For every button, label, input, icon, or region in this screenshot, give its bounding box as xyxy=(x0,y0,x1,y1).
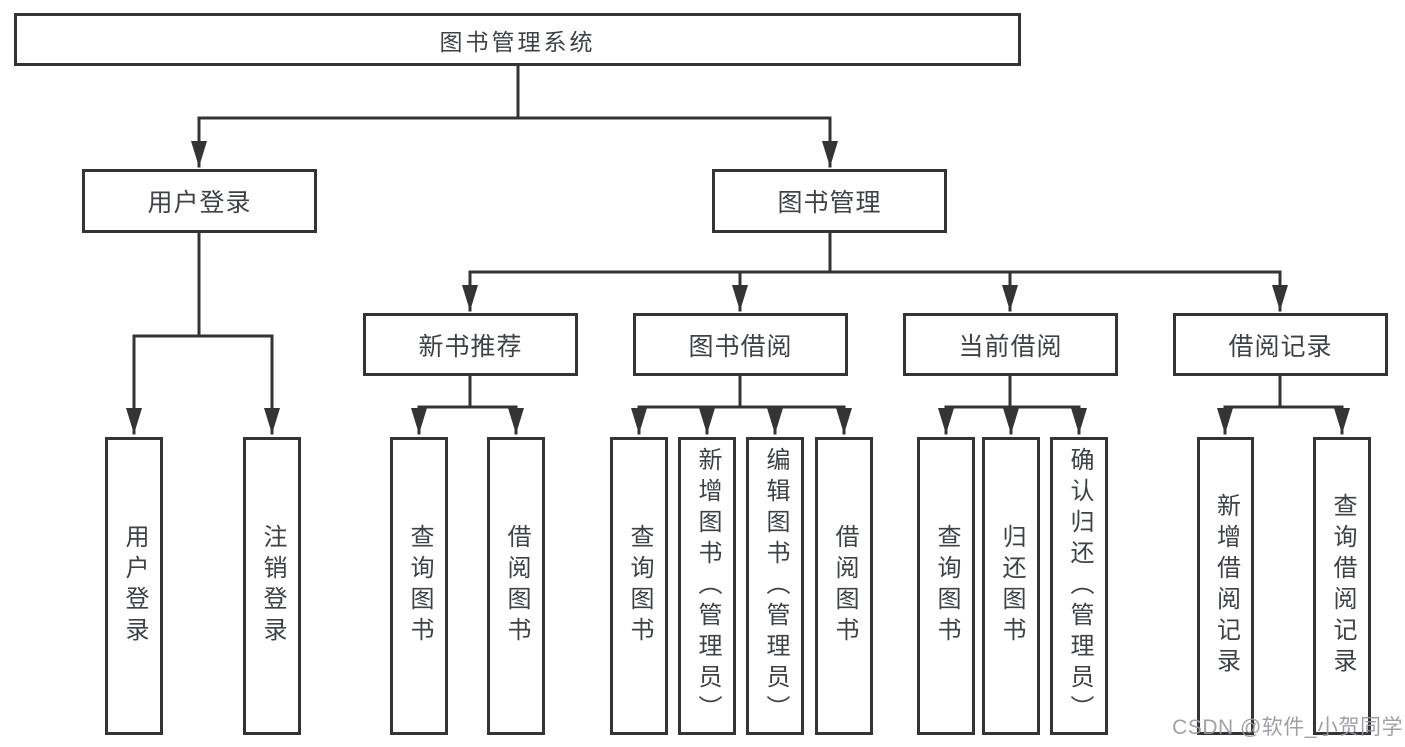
leaf-cb-query-book: 查询图书 xyxy=(917,437,975,735)
leaf-bb-query-book: 查询图书 xyxy=(610,437,668,735)
leaf-cb-confirm-return-admin: 确认归还（管理员） xyxy=(1050,437,1108,735)
wire-book-management xyxy=(468,231,1282,274)
node-user-login: 用户登录 xyxy=(82,169,317,233)
wire-new-book-recommend xyxy=(417,374,518,409)
leaf-cb-return-book: 归还图书 xyxy=(982,437,1040,735)
node-root: 图书管理系统 xyxy=(14,13,1021,66)
leaf-bb-add-book-admin: 新增图书（管理员） xyxy=(678,437,736,735)
node-new-book-recommend: 新书推荐 xyxy=(363,313,578,376)
leaf-logout: 注销登录 xyxy=(243,437,301,735)
leaf-bb-borrow-book: 借阅图书 xyxy=(815,437,873,735)
wire-borrow-record xyxy=(1223,374,1344,409)
leaf-user-login: 用户登录 xyxy=(105,437,163,735)
leaf-bb-edit-book-admin: 编辑图书（管理员） xyxy=(746,437,804,735)
csdn-watermark: CSDN @软件_小贺同学 xyxy=(1172,716,1403,739)
node-book-management: 图书管理 xyxy=(712,169,947,233)
wire-book-borrow xyxy=(637,374,846,409)
leaf-nbr-query-book: 查询图书 xyxy=(390,437,448,735)
node-current-borrow: 当前借阅 xyxy=(903,313,1118,376)
node-book-borrow: 图书借阅 xyxy=(633,313,848,376)
leaf-br-query-record: 查询借阅记录 xyxy=(1313,437,1371,735)
wire-current-borrow xyxy=(944,374,1081,409)
wire-user-login xyxy=(132,231,274,338)
leaf-br-add-record: 新增借阅记录 xyxy=(1197,437,1254,735)
leaf-nbr-borrow-book: 借阅图书 xyxy=(487,437,545,735)
node-borrow-record: 借阅记录 xyxy=(1173,313,1388,376)
wire-root xyxy=(197,63,832,120)
